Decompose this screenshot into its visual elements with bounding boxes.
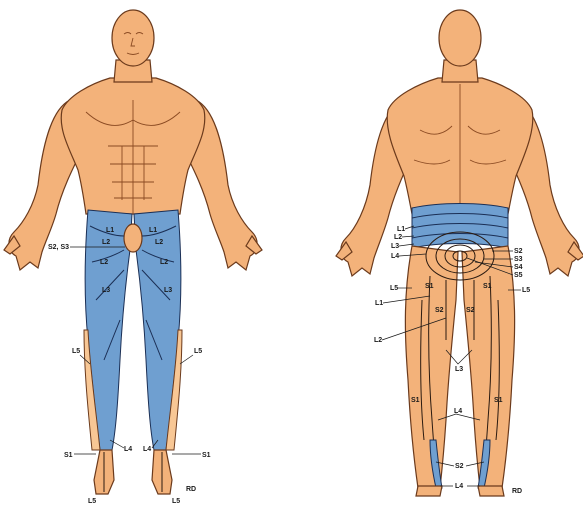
- front-genital: [124, 224, 142, 252]
- label-front-l5-left: L5: [72, 348, 80, 355]
- label-back-l2-thigh: L2: [374, 337, 382, 344]
- label-back-l1: L1: [397, 226, 405, 233]
- label-back-l2: L2: [394, 234, 402, 241]
- label-front-l5-right: L5: [194, 348, 202, 355]
- back-head: [439, 10, 481, 66]
- label-back-s2-thigh-left: S2: [435, 307, 444, 314]
- label-back-s2-thigh-right: S2: [466, 307, 475, 314]
- label-back-s3: S3: [514, 256, 523, 263]
- back-left-foot: [416, 486, 442, 496]
- front-signature: RD: [186, 486, 196, 493]
- label-back-s4: S4: [514, 264, 523, 271]
- label-front-l2-right: L2: [160, 259, 168, 266]
- label-back-l1-thigh: L1: [375, 300, 383, 307]
- back-signature: RD: [512, 488, 522, 495]
- label-front-l2-left: L2: [100, 259, 108, 266]
- label-back-l4: L4: [391, 253, 399, 260]
- label-back-l3: L3: [391, 243, 399, 250]
- label-front-l2-right-upper: L2: [155, 239, 163, 246]
- label-front-l5-foot-left: L5: [88, 498, 96, 505]
- label-front-l3-right: L3: [164, 287, 172, 294]
- label-front-l1-right: L1: [149, 227, 157, 234]
- label-back-s5: S5: [514, 272, 523, 279]
- label-back-s2: S2: [514, 248, 523, 255]
- label-back-s1-right: S1: [483, 283, 492, 290]
- label-front-l4-ankle-left: L4: [124, 446, 132, 453]
- back-right-foot: [478, 486, 504, 496]
- label-back-s2-heel: S2: [455, 463, 464, 470]
- label-back-s1-calf-right: S1: [494, 397, 503, 404]
- label-front-l5-foot-right: L5: [172, 498, 180, 505]
- label-front-s2s3: S2, S3: [48, 244, 69, 251]
- label-back-l3-knee: L3: [455, 366, 463, 373]
- label-front-l2-left-upper: L2: [102, 239, 110, 246]
- label-back-l5-left: L5: [390, 285, 398, 292]
- label-front-l1-left: L1: [106, 227, 114, 234]
- label-back-s1-calf-left: S1: [411, 397, 420, 404]
- label-back-l5-right: L5: [522, 287, 530, 294]
- front-labels: L1 L1 L2 L2 S2, S3 L2 L2 L3 L3 L5 L5 L4 …: [48, 227, 211, 505]
- back-figure: [336, 10, 583, 496]
- label-back-l4-foot: L4: [455, 483, 463, 490]
- label-front-s1-right: S1: [202, 452, 211, 459]
- label-front-l3-left: L3: [102, 287, 110, 294]
- label-back-s1-left: S1: [425, 283, 434, 290]
- front-figure: [4, 10, 262, 494]
- label-front-s1-left: S1: [64, 452, 73, 459]
- label-front-l4-ankle-right: L4: [143, 446, 151, 453]
